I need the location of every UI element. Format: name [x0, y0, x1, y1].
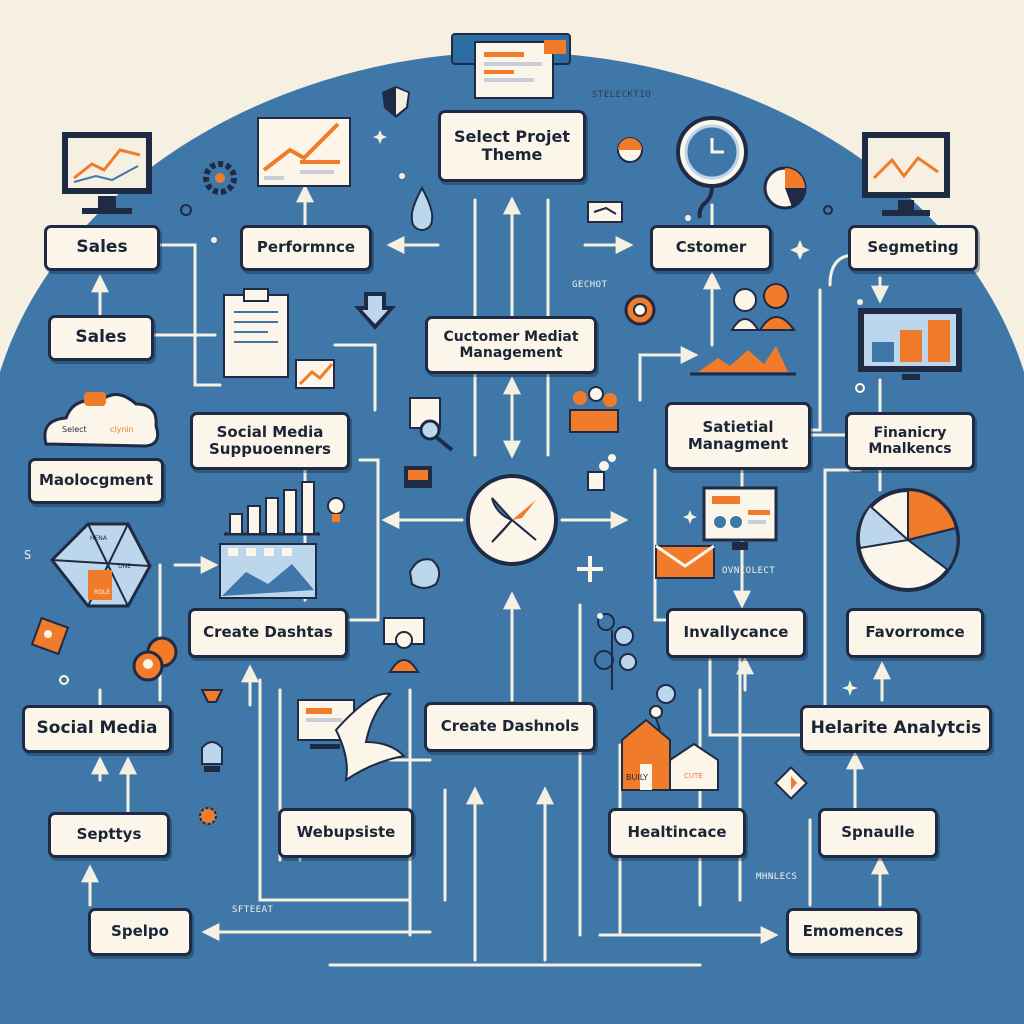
drop-icon: [410, 185, 434, 231]
cloud-icon: Select clynin: [43, 392, 160, 448]
node-favorromce[interactable]: Favorromce: [846, 608, 984, 658]
houses-icon: BUILY CUTE: [621, 684, 719, 791]
node-sales-mid[interactable]: Sales: [48, 315, 154, 361]
cloud-right-text: clynin: [110, 425, 134, 434]
card-icon: [587, 201, 623, 223]
lightbulb-icon: [327, 497, 345, 522]
dots-icon: [587, 454, 616, 491]
envelope-icon: [655, 544, 715, 579]
node-social-media-left[interactable]: Social Media: [22, 705, 172, 753]
node-maologment[interactable]: Maolocgment: [28, 458, 164, 504]
center-hub-icon: [466, 474, 558, 566]
sales-monitor-icon: [62, 132, 152, 214]
node-webupsiste[interactable]: Webupsiste: [278, 808, 414, 858]
node-social-media-supp[interactable]: Social Media Suppuoenners: [190, 412, 350, 470]
node-healtincace[interactable]: Healtincace: [608, 808, 746, 858]
hand-icon: [408, 558, 441, 589]
node-segmenting[interactable]: Segmeting: [848, 225, 978, 271]
micro-label-gecshot: GECHOT: [572, 280, 608, 290]
down-arrow-icon: [354, 292, 396, 330]
orange-badge-icon: [617, 137, 643, 163]
people-icon: [730, 283, 796, 331]
gear-icon: [203, 161, 237, 195]
bar-chart-icon: [219, 481, 320, 599]
hexagon-diagram-icon: HENA ONE ROLE: [50, 522, 152, 608]
plus-icon: [577, 556, 603, 582]
node-satietial-management[interactable]: Satietial Managment: [665, 402, 811, 470]
node-sales-top[interactable]: Sales: [44, 225, 160, 271]
diamond-icon: [774, 766, 808, 800]
plant-icon: [594, 613, 637, 690]
node-emomences[interactable]: Emomences: [786, 908, 920, 956]
target-icon: [624, 294, 656, 326]
node-select-project-theme[interactable]: Select Projet Theme: [438, 110, 586, 182]
laptop-icon: [702, 486, 778, 550]
bird-laptop-icon: [297, 692, 407, 783]
node-performance[interactable]: Performnce: [240, 225, 372, 271]
hex-label-text: HENA: [90, 535, 108, 542]
area-chart-icon: [690, 346, 796, 376]
node-septtys[interactable]: Septtys: [48, 812, 170, 858]
bar-monitor-icon: [858, 308, 962, 380]
clipboard-icon: [223, 288, 335, 389]
node-customer[interactable]: Cstomer: [650, 225, 772, 271]
performance-chart-icon: [257, 117, 351, 187]
house-right-text: CUTE: [684, 772, 703, 780]
shield-icon: [382, 86, 410, 118]
micro-label-mhnlecs: MHNLECS: [756, 872, 798, 882]
node-helarite-analytics[interactable]: Helarite Analytcis: [800, 705, 992, 753]
segment-monitor-icon: [862, 132, 950, 216]
node-create-dashnols[interactable]: Create Dashnols: [424, 702, 596, 752]
cloud-left-text: Select: [62, 425, 87, 434]
pie-chart-large-icon: [856, 488, 960, 592]
hex-label-text-2: ONE: [118, 563, 131, 570]
node-financial-analytics[interactable]: Finanicry Mnalkencs: [845, 412, 975, 470]
bulb-lamp-icon: [201, 741, 223, 772]
anvil-icon: [200, 689, 224, 703]
team-icon: [569, 386, 619, 433]
cart-icon: [404, 466, 432, 488]
house-left-text: BUILY: [626, 773, 648, 782]
magnifier-doc-icon: [409, 397, 454, 452]
node-create-dashtas[interactable]: Create Dashtas: [188, 608, 348, 658]
node-invallycance[interactable]: Invallycance: [666, 608, 806, 658]
node-customer-media-management[interactable]: Cuctomer Mediat Management: [425, 316, 597, 374]
clock-icon: [676, 116, 748, 219]
gear-small-icon: [199, 807, 217, 825]
hex-label-text-3: ROLE: [94, 589, 110, 596]
map-pin-icon: [132, 636, 178, 682]
project-board-icon: [451, 33, 571, 99]
pie-chart-small-icon: [763, 166, 807, 210]
node-spelpo[interactable]: Spelpo: [88, 908, 192, 956]
micro-label-s: S: [24, 548, 32, 562]
micro-label-stelectio: STELECKTIO: [592, 90, 652, 100]
tag-icon: [30, 616, 70, 656]
micro-label-ovniolect: OVNIOLECT: [722, 566, 776, 576]
node-spnaulle[interactable]: Spnaulle: [818, 808, 938, 858]
micro-label-sfteeat: SFTEEAT: [232, 905, 274, 915]
presenter-icon: [383, 617, 425, 673]
